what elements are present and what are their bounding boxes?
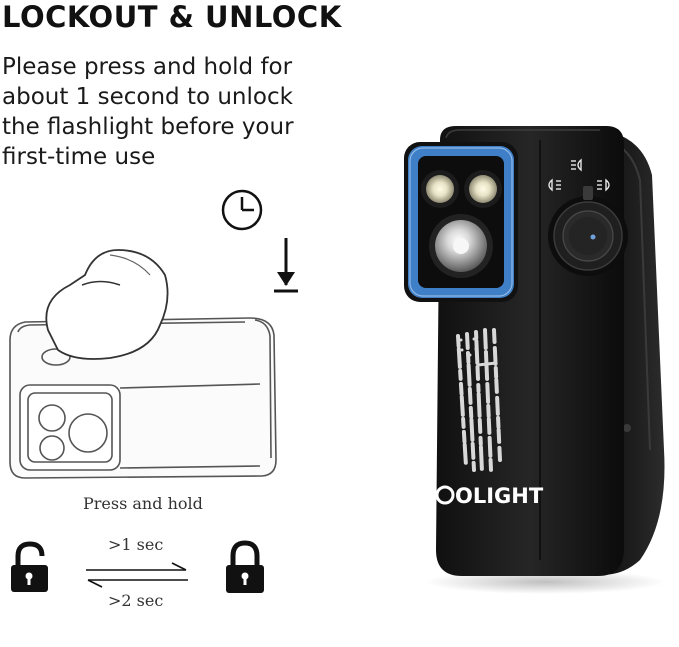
rotary-switch-button — [548, 186, 628, 276]
brand-name: OLIGHT — [455, 484, 544, 508]
clock-icon — [221, 189, 263, 231]
mode-indicators — [548, 158, 610, 192]
instruction-line: first-time use — [2, 144, 156, 170]
instruction-line: Please press and hold for — [2, 54, 293, 80]
page-title: LOCKOUT & UNLOCK — [2, 0, 342, 34]
press-hold-caption: Press and hold — [83, 494, 203, 513]
spot-beam-icon — [571, 158, 582, 172]
instruction-line: about 1 second to unlock — [2, 84, 293, 110]
unlocked-padlock-icon — [11, 541, 48, 592]
flag-stars — [459, 337, 478, 357]
flag-engraving — [456, 328, 502, 474]
low-beam-icon — [548, 178, 561, 192]
arrow-down-icon — [274, 238, 298, 293]
lock-timing-label: >2 sec — [108, 591, 164, 610]
high-beam-icon — [597, 178, 610, 192]
finger-drawing — [45, 249, 169, 360]
instruction-line: the flashlight before your — [2, 114, 294, 140]
locked-padlock-icon — [226, 540, 264, 593]
olight-logo: OLIGHT — [435, 484, 544, 508]
unlock-timing-label: >1 sec — [108, 535, 164, 554]
instruction-text: Please press and hold for about 1 second… — [2, 52, 332, 172]
lens-head — [404, 142, 518, 302]
exchange-arrows-icon — [86, 562, 188, 588]
